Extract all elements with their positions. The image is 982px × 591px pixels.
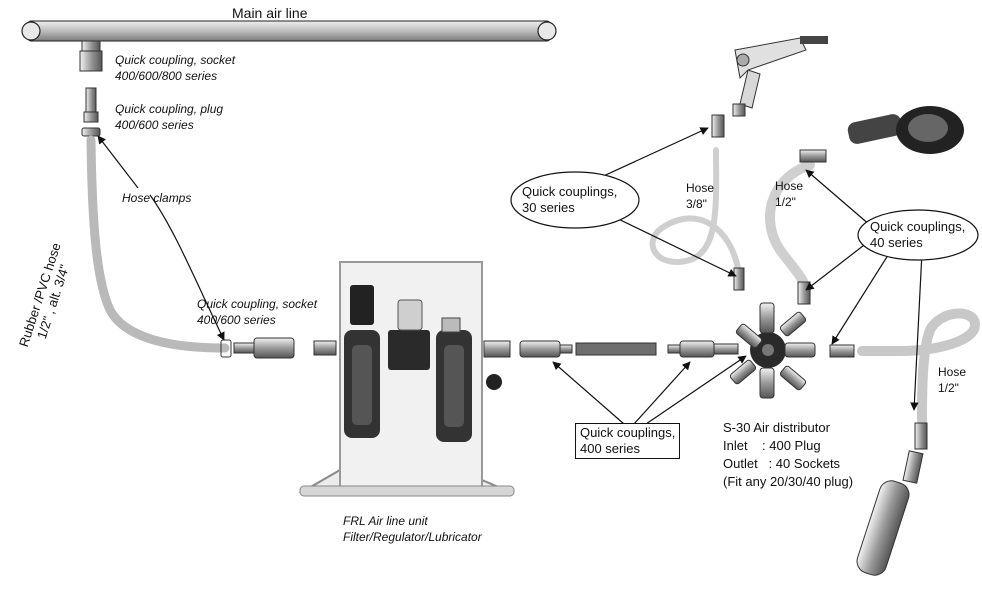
top-coupling-plug [83,87,99,123]
frl-unit-icon [298,261,515,497]
qc40-label-2: 40 series [870,235,923,250]
top-coupling-socket [79,40,103,72]
top-socket-label-2: 400/600/800 series [115,69,218,83]
mid-coupling-socket [233,337,295,359]
distributor-title: S-30 Air distributor [723,420,830,435]
hose38-label-1: Hose [686,181,715,195]
distributor-icon [729,302,816,399]
die-grinder-icon [856,450,924,576]
coupling-400-series-2 [667,340,715,358]
qc30-label-2: 30 series [522,200,575,215]
qc30-ellipse [510,171,640,229]
qc400-box: Quick couplings, 400 series [575,423,681,459]
frl-outlet-plug [483,340,511,358]
distributor-fit: (Fit any 20/30/40 plug) [723,474,854,489]
frl-inlet-plug [313,340,337,356]
right-hose-loop [857,308,981,425]
main-air-line-label: Main air line [232,5,308,21]
coupling-400-series [519,340,573,358]
hose-1-2-top [765,160,815,295]
angle-grinder-icon [847,106,964,154]
hose12-right-label-1: Hose [938,365,967,379]
qc40-ellipse [857,209,979,261]
hose-clamp-bottom [220,339,232,358]
hose-clamps-label: Hose clamps [122,191,192,205]
hose12-top-label-2: 1/2" [775,195,796,209]
short-hose-segment [575,342,657,356]
air-gun-icon [734,36,828,109]
qc400-label-1: Quick couplings, [580,425,676,440]
frl-label-1: FRL Air line unit [343,514,428,528]
distributor-inlet: Inlet : 400 Plug [723,438,821,453]
qc40-label-1: Quick couplings, [870,219,966,234]
mid-socket-label-2: 400/600 series [197,313,276,327]
top-plug-label-1: Quick coupling, plug [115,102,224,116]
hose-3-8 [649,147,741,271]
hose12-top-label-1: Hose [775,179,804,193]
leader-lines [97,127,923,425]
hose12-right-label-2: 1/2" [938,381,959,395]
hose38-label-2: 3/8" [686,197,707,211]
qc400-label-2: 400 series [580,441,640,456]
frl-label-2: Filter/Regulator/Lubricator [343,530,482,544]
qc30-label-1: Quick couplings, [522,184,618,199]
mid-socket-label-1: Quick coupling, socket [197,297,318,311]
rubber-hose [86,135,230,353]
top-socket-label-1: Quick coupling, socket [115,53,236,67]
main-air-line-pipe [21,20,557,42]
distributor-outlet: Outlet : 40 Sockets [723,456,841,471]
top-plug-label-2: 400/600 series [115,118,194,132]
hose-clamp-top [81,127,101,137]
right-outlet-plug [829,344,855,358]
